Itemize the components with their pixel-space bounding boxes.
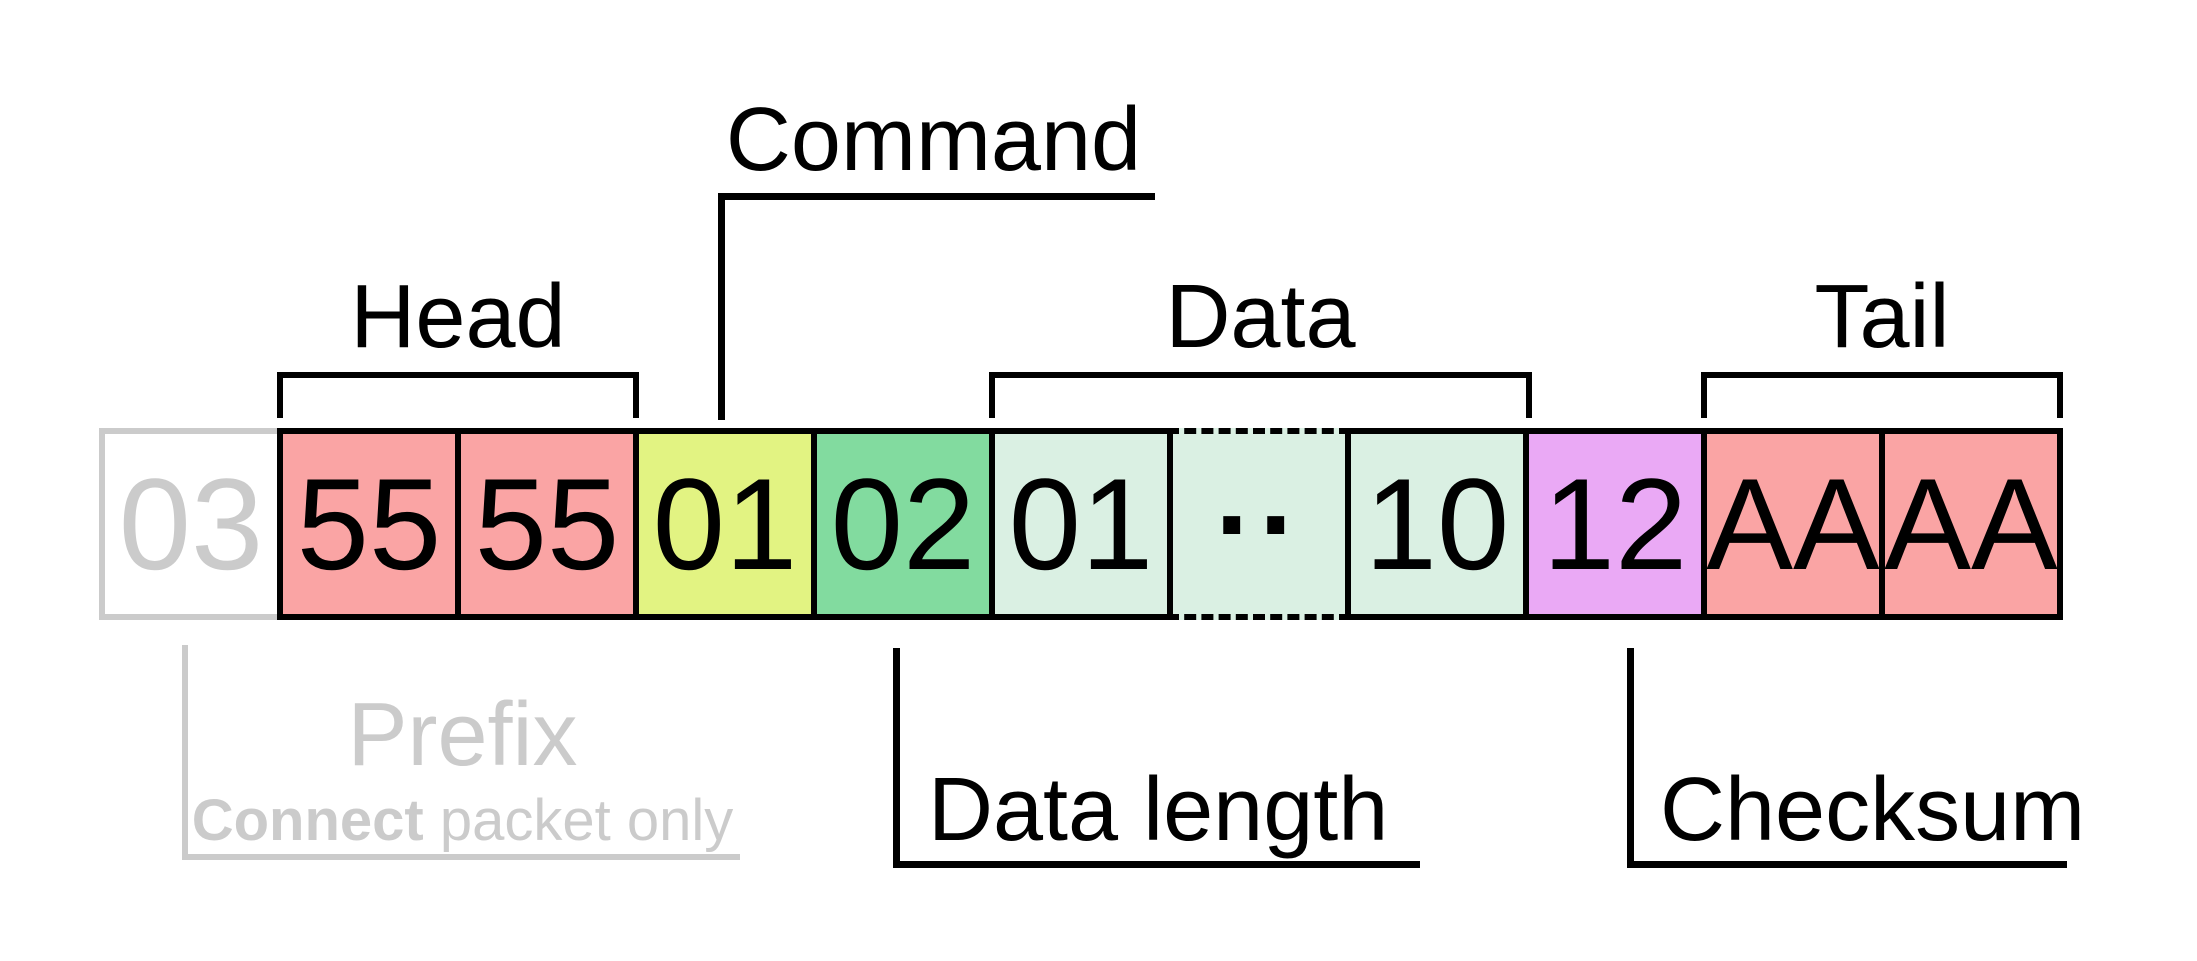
checksum-label: Checksum <box>1660 760 2086 860</box>
byte-data-last-10: 10 <box>1345 428 1529 620</box>
byte-tail-AA-2: AA <box>1879 428 2063 620</box>
data-bracket <box>989 372 1532 418</box>
prefix-note-rest: packet only <box>423 788 734 853</box>
prefix-underline <box>182 854 740 860</box>
data-label: Data <box>1165 267 1356 367</box>
command-connector-line <box>718 193 725 420</box>
byte-command-01: 01 <box>633 428 817 620</box>
prefix-note-bold: Connect <box>191 788 424 853</box>
byte-data-first-01: 01 <box>989 428 1173 620</box>
prefix-note: Connect packet only <box>185 792 740 850</box>
tail-label: Tail <box>1814 267 1950 367</box>
prefix-label: Prefix <box>347 685 578 785</box>
data-length-connector-line <box>893 648 900 861</box>
byte-data-ellipsis: ·· <box>1167 428 1351 620</box>
byte-tail-AA-1: AA <box>1701 428 1885 620</box>
byte-head-55-2: 55 <box>455 428 639 620</box>
byte-checksum-12: 12 <box>1523 428 1707 620</box>
packet-byte-row: 03 55 55 01 02 01 ·· 10 12 AA AA <box>99 428 2063 620</box>
head-label: Head <box>350 267 566 367</box>
checksum-underline <box>1627 861 2067 868</box>
command-underline <box>718 193 1155 200</box>
head-bracket <box>277 372 639 418</box>
byte-data-length-02: 02 <box>811 428 995 620</box>
prefix-connector-line <box>182 645 188 860</box>
data-length-label: Data length <box>928 760 1389 860</box>
command-label: Command <box>725 90 1142 190</box>
byte-head-55-1: 55 <box>277 428 461 620</box>
byte-prefix-03: 03 <box>99 428 283 620</box>
checksum-connector-line <box>1627 648 1634 861</box>
data-length-underline <box>893 861 1420 868</box>
tail-bracket <box>1701 372 2063 418</box>
